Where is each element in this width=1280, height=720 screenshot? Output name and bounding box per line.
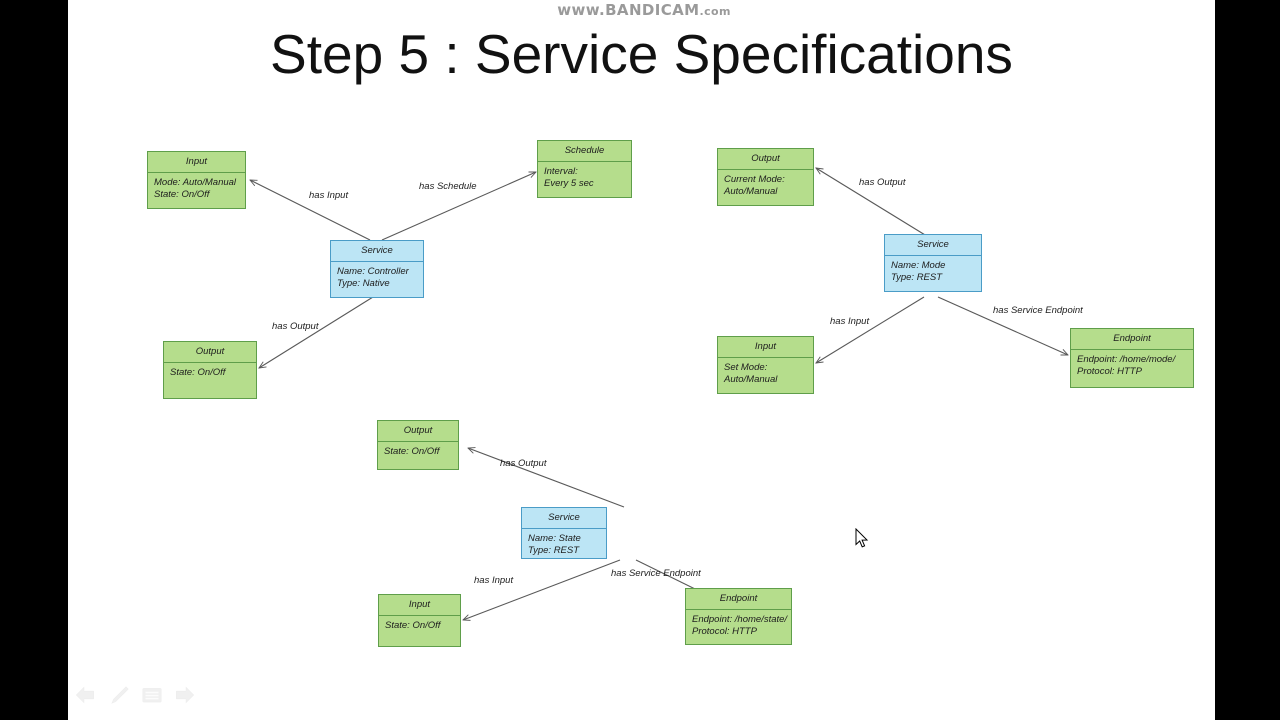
edge-label-controller-input: has Input — [309, 190, 348, 201]
arrow-left-icon[interactable] — [72, 682, 98, 708]
node-attribute: Type: REST — [528, 544, 580, 556]
node-attribute: Endpoint: /home/state/ — [692, 614, 788, 625]
node-attribute: Interval: — [544, 166, 578, 177]
node-attribute: Name: Mode — [891, 260, 946, 271]
node-endpoint-mode[interactable]: Endpoint Endpoint: /home/mode/ Protocol:… — [1070, 328, 1194, 388]
node-attribute: Current Mode: — [724, 174, 785, 185]
node-schedule-controller[interactable]: Schedule Interval: Every 5 sec — [537, 140, 632, 198]
edge-label-state-output: has Output — [500, 458, 547, 469]
node-service-mode[interactable]: Service Name: Mode Type: REST — [884, 234, 982, 292]
edge-label-state-input: has Input — [474, 575, 513, 586]
bandicam-watermark: www.BANDICAM.com — [534, 1, 754, 19]
node-service-controller[interactable]: Service Name: Controller Type: Native — [330, 240, 424, 298]
node-body: Current Mode: Auto/Manual — [718, 170, 813, 197]
node-endpoint-state[interactable]: Endpoint Endpoint: /home/state/ Protocol… — [685, 588, 792, 645]
node-output-state[interactable]: Output State: On/Off — [377, 420, 459, 470]
node-attribute: Every 5 sec — [544, 177, 594, 189]
node-body: State: On/Off — [164, 363, 256, 379]
edge-label-mode-input: has Input — [830, 316, 869, 327]
node-title: Endpoint — [686, 589, 791, 610]
watermark-text: www.BANDICAM — [557, 1, 700, 19]
edge-state-input — [463, 559, 621, 620]
page-title: Step 5 : Service Specifications — [270, 23, 1013, 85]
node-body: Set Mode: Auto/Manual — [718, 358, 813, 385]
pen-icon[interactable] — [106, 682, 132, 708]
node-title: Input — [148, 152, 245, 173]
node-attribute: Protocol: HTTP — [1077, 365, 1142, 377]
presentation-slide: www.BANDICAM.com Step 5 : Service Specif… — [68, 0, 1215, 720]
node-attribute: Name: State — [528, 533, 581, 544]
node-title: Service — [331, 241, 423, 262]
node-body: Name: Mode Type: REST — [885, 256, 981, 283]
node-body: Interval: Every 5 sec — [538, 162, 631, 189]
node-body: State: On/Off — [378, 442, 458, 458]
node-attribute: Set Mode: — [724, 362, 768, 373]
edge-label-mode-output: has Output — [859, 177, 906, 188]
node-title: Output — [164, 342, 256, 363]
edge-mode-input — [816, 296, 925, 363]
node-attribute: Endpoint: /home/mode/ — [1077, 354, 1176, 365]
edge-label-state-endpoint: has Service Endpoint — [611, 568, 701, 579]
node-title: Output — [718, 149, 813, 170]
arrow-right-icon[interactable] — [172, 682, 198, 708]
node-title: Input — [379, 595, 460, 616]
node-title: Endpoint — [1071, 329, 1193, 350]
edge-label-controller-output: has Output — [272, 321, 319, 332]
edge-controller-input — [250, 180, 371, 241]
node-attribute: State: On/Off — [170, 367, 226, 378]
node-attribute: Mode: Auto/Manual — [154, 177, 237, 188]
node-body: Name: Controller Type: Native — [331, 262, 423, 289]
node-input-mode[interactable]: Input Set Mode: Auto/Manual — [717, 336, 814, 394]
node-body: Name: State Type: REST — [522, 529, 606, 556]
node-attribute: State: On/Off — [385, 620, 441, 631]
node-attribute: Type: REST — [891, 271, 943, 283]
node-output-mode[interactable]: Output Current Mode: Auto/Manual — [717, 148, 814, 206]
edge-controller-schedule — [381, 171, 536, 241]
node-input-state[interactable]: Input State: On/Off — [378, 594, 461, 647]
node-body: Endpoint: /home/state/ Protocol: HTTP — [686, 610, 791, 637]
node-input-controller[interactable]: Input Mode: Auto/Manual State: On/Off — [147, 151, 246, 209]
node-title: Input — [718, 337, 813, 358]
edge-state-output — [468, 448, 625, 508]
node-title: Service — [522, 508, 606, 529]
node-title: Output — [378, 421, 458, 442]
edge-mode-endpoint — [937, 296, 1068, 356]
watermark-suffix: .com — [699, 5, 731, 18]
presenter-toolbar — [68, 678, 1215, 712]
node-service-state[interactable]: Service Name: State Type: REST — [521, 507, 607, 559]
node-output-controller[interactable]: Output State: On/Off — [163, 341, 257, 399]
mouse-cursor — [855, 527, 869, 549]
menu-icon[interactable] — [139, 682, 165, 708]
edge-label-mode-endpoint: has Service Endpoint — [993, 305, 1083, 316]
node-attribute: Protocol: HTTP — [692, 625, 757, 637]
node-body: Endpoint: /home/mode/ Protocol: HTTP — [1071, 350, 1193, 377]
node-attribute: Name: Controller — [337, 266, 409, 277]
node-attribute: Type: Native — [337, 277, 390, 289]
node-title: Schedule — [538, 141, 631, 162]
diagram-edges: has Input has Schedule has Output has Ou… — [68, 0, 1083, 720]
edge-controller-output — [259, 296, 374, 368]
node-attribute: Auto/Manual — [724, 185, 778, 197]
edge-mode-output — [816, 168, 931, 239]
node-body: State: On/Off — [379, 616, 460, 632]
node-attribute: Auto/Manual — [724, 373, 778, 385]
edge-label-controller-schedule: has Schedule — [419, 181, 477, 192]
node-title: Service — [885, 235, 981, 256]
node-body: Mode: Auto/Manual State: On/Off — [148, 173, 245, 200]
node-attribute: State: On/Off — [384, 446, 440, 457]
node-attribute: State: On/Off — [154, 188, 210, 200]
